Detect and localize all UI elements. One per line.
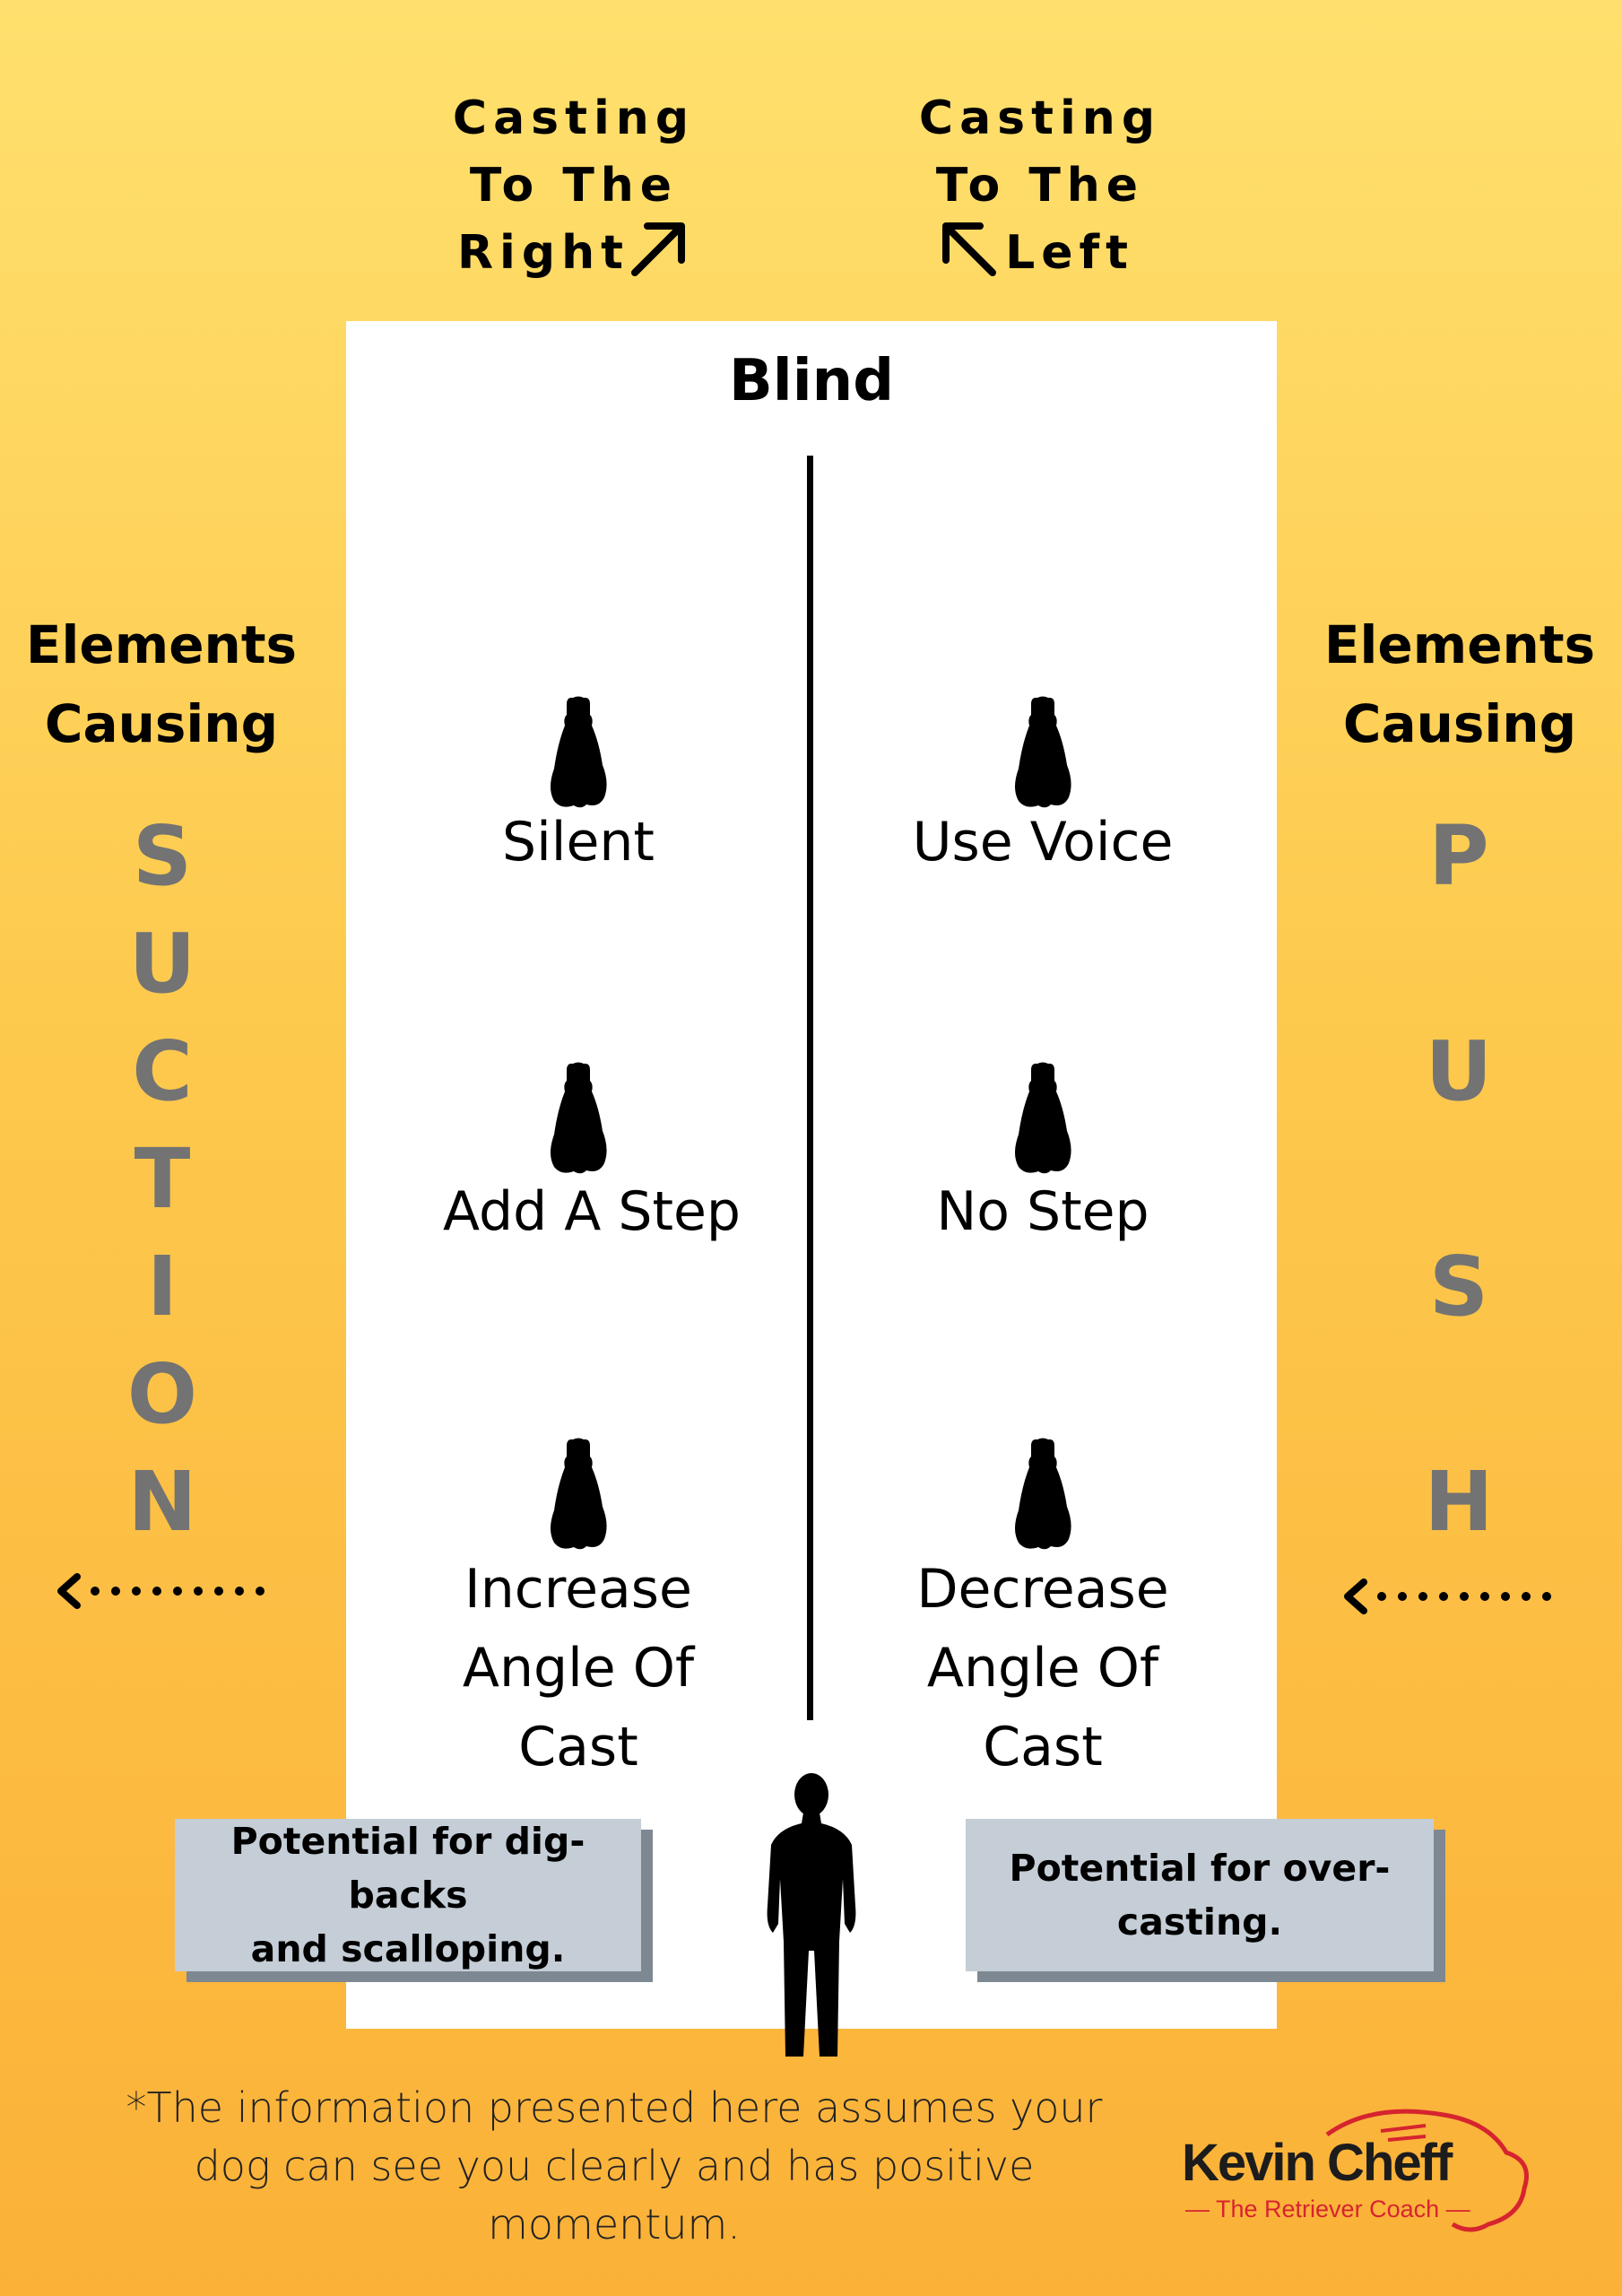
right-item-label: Decrease Angle Of Cast xyxy=(810,1550,1276,1787)
left-item-label: Increase Angle Of Cast xyxy=(345,1550,811,1787)
logo-tagline: — The Retriever Coach — xyxy=(1185,2196,1470,2222)
suction-heading-line-1: Elements xyxy=(25,614,298,675)
right-note-line: Potential for over- xyxy=(1009,1847,1391,1890)
dog-icon xyxy=(547,695,610,810)
suction-letter: S xyxy=(132,808,193,904)
left-item-line: Cast xyxy=(518,1716,638,1779)
push-heading: Elements Causing xyxy=(1298,605,1621,763)
suction-letter: O xyxy=(126,1346,198,1442)
dog-icon xyxy=(1011,1437,1074,1552)
dog-icon xyxy=(547,1061,610,1176)
push-letter: S xyxy=(1428,1239,1489,1335)
suction-heading-line-2: Causing xyxy=(44,693,279,754)
line-to-blind xyxy=(807,456,813,1720)
left-item-line: Add A Step xyxy=(443,1180,741,1243)
left-note: Potential for dig-backs and scalloping. xyxy=(175,1819,641,1971)
right-note-line: casting. xyxy=(1116,1900,1283,1944)
casting-right-line-3: Right xyxy=(457,226,629,280)
casting-left-line-2: To The xyxy=(935,159,1145,213)
right-item-label: Use Voice xyxy=(810,803,1276,882)
casting-left-line-3: Left xyxy=(1005,226,1134,280)
casting-left-line-1: Casting xyxy=(918,91,1162,145)
blind-label: Blind xyxy=(728,348,895,414)
right-item-line: Cast xyxy=(983,1716,1103,1779)
logo-name: Kevin Cheff xyxy=(1182,2134,1453,2192)
left-item-label: Add A Step xyxy=(359,1172,825,1251)
left-item-line: Silent xyxy=(502,811,655,874)
left-note-line: Potential for dig-backs xyxy=(230,1820,585,1917)
suction-letter: I xyxy=(146,1239,178,1335)
right-item-line: Use Voice xyxy=(912,811,1174,874)
casting-left-heading: Casting To The Left xyxy=(906,85,1175,287)
casting-right-line-1: Casting xyxy=(452,91,696,145)
footnote: *The information presented here assumes … xyxy=(126,2083,1103,2248)
left-note-line: and scalloping. xyxy=(250,1927,566,1970)
dog-icon xyxy=(1011,1061,1074,1176)
right-item-line: Angle Of xyxy=(926,1637,1159,1700)
push-letter: U xyxy=(1425,1023,1493,1119)
casting-right-heading: Casting To The Right xyxy=(439,85,708,287)
push-heading-line-1: Elements xyxy=(1323,614,1596,675)
dog-icon xyxy=(1011,695,1074,810)
left-item-line: Increase xyxy=(464,1558,692,1621)
arrow-up-right-icon xyxy=(631,222,685,276)
arrow-up-left-icon xyxy=(942,222,996,276)
arrow-left-dotted-icon xyxy=(1344,1578,1551,1614)
arrow-left-dotted-icon xyxy=(57,1573,265,1609)
right-item-line: No Step xyxy=(936,1180,1149,1243)
right-note: Potential for over- casting. xyxy=(966,1819,1434,1971)
handler-icon xyxy=(767,1773,856,2057)
dog-icon xyxy=(547,1437,610,1552)
push-letter: H xyxy=(1424,1454,1494,1550)
suction-letter: C xyxy=(132,1023,193,1119)
right-item-label: No Step xyxy=(810,1172,1276,1251)
suction-letter: U xyxy=(128,916,196,1012)
suction-letter: T xyxy=(134,1131,191,1227)
casting-right-line-2: To The xyxy=(469,159,679,213)
push-heading-line-2: Causing xyxy=(1342,693,1577,754)
push-letter: P xyxy=(1428,808,1489,904)
left-item-line: Angle Of xyxy=(462,1637,695,1700)
logo-mark-icon xyxy=(1325,2109,1529,2232)
left-item-label: Silent xyxy=(345,803,811,882)
right-item-line: Decrease xyxy=(916,1558,1169,1621)
suction-heading: Elements Causing xyxy=(0,605,323,763)
suction-letter: N xyxy=(127,1454,197,1550)
